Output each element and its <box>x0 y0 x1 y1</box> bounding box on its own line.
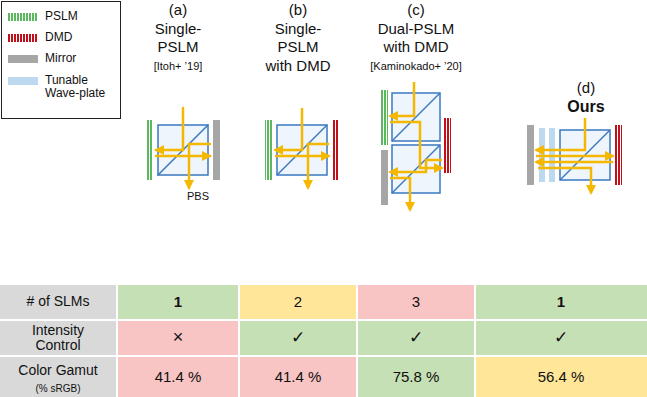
table-cell: × <box>173 328 184 348</box>
table-cell: 41.4 % <box>155 369 202 386</box>
legend-entry: DMD <box>8 31 120 44</box>
table-cell: 41.4 % <box>275 369 322 386</box>
table-cell: ✓ <box>409 329 423 348</box>
panel-title: PSLM <box>278 39 319 56</box>
legend-text: DMD <box>45 31 107 44</box>
table-cell: Intensity Control <box>13 323 103 354</box>
legend-swatch <box>8 77 38 85</box>
setup-b <box>265 108 339 188</box>
part-name: PBS <box>187 190 209 202</box>
legend-box: PSLM DMD MirrorTunable Wave-plate <box>1 1 121 119</box>
setup-d <box>527 118 622 193</box>
legend-text: Tunable Wave-plate <box>45 74 107 100</box>
legend-entry: Mirror <box>8 52 120 65</box>
table-cell: ✓ <box>291 329 305 348</box>
table-cell: 1 <box>174 294 182 311</box>
setup-c <box>381 82 451 210</box>
panel-title: Dual-PSLM <box>378 21 455 38</box>
panel-letter: (d) <box>577 80 595 97</box>
table-cell: (% sRGB) <box>36 383 81 394</box>
legend-entry: Tunable Wave-plate <box>8 74 120 100</box>
table-cell: Color Gamut <box>18 363 97 378</box>
panel-title: Single- <box>155 21 202 38</box>
legend-text: PSLM <box>45 10 107 23</box>
table-cell: ✓ <box>554 329 568 348</box>
legend-swatch <box>8 55 38 63</box>
legend-swatch <box>8 13 38 21</box>
table-cell: 3 <box>412 294 420 311</box>
panel-letter: (c) <box>407 2 425 19</box>
setup-a <box>146 108 220 188</box>
panel-title: Ours <box>567 98 604 116</box>
panel-title: with DMD <box>265 58 330 75</box>
table-grid <box>0 285 647 397</box>
panel-title: with DMD <box>383 39 448 56</box>
panel-letter: (a) <box>169 2 187 19</box>
legend-text: Mirror <box>45 52 107 65</box>
table-cell: 75.8 % <box>393 369 440 386</box>
legend-swatch <box>8 34 38 42</box>
citation: [Kaminokado+ ’20] <box>370 60 461 72</box>
panel-letter: (b) <box>289 2 307 19</box>
table-cell: 2 <box>294 294 302 311</box>
panel-title: Single- <box>275 21 322 38</box>
table-cell: # of SLMs <box>26 294 89 309</box>
table-cell: 1 <box>557 294 565 311</box>
legend-entry: PSLM <box>8 10 120 23</box>
panel-title: PSLM <box>158 39 199 56</box>
citation: [Itoh+ ’19] <box>154 60 203 72</box>
table-cell: 56.4 % <box>538 369 585 386</box>
